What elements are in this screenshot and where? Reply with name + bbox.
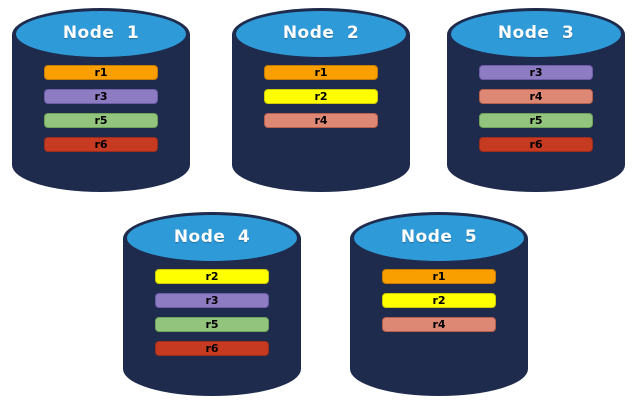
replica-bar-r2: r2 [382, 293, 496, 308]
db-node-3: Node 3 r3 r4 r5 r6 [447, 8, 625, 192]
replica-bar-r2: r2 [155, 269, 269, 284]
replica-bar-r6: r6 [479, 137, 593, 152]
replica-bar-r1: r1 [382, 269, 496, 284]
db-node-5: Node 5 r1 r2 r4 [350, 212, 528, 396]
cylinder-top-ellipse [236, 11, 406, 57]
cylinder-top-ellipse [451, 11, 621, 57]
replica-bar-r6: r6 [155, 341, 269, 356]
replica-bar-r1: r1 [44, 65, 158, 80]
replica-list: r2 r3 r5 r6 [123, 269, 301, 365]
replica-list: r3 r4 r5 r6 [447, 65, 625, 161]
replica-bar-r5: r5 [155, 317, 269, 332]
db-node-2: Node 2 r1 r2 r4 [232, 8, 410, 192]
replica-bar-r3: r3 [155, 293, 269, 308]
cylinder-top-ellipse [16, 11, 186, 57]
replica-bar-r5: r5 [44, 113, 158, 128]
replica-bar-r5: r5 [479, 113, 593, 128]
node-title: Node 5 [400, 227, 478, 247]
cylinder-top-ellipse [127, 215, 297, 261]
node-title: Node 4 [173, 227, 251, 247]
replica-bar-r3: r3 [479, 65, 593, 80]
db-node-4: Node 4 r2 r3 r5 r6 [123, 212, 301, 396]
node-title: Node 3 [497, 23, 575, 43]
replica-list: r1 r3 r5 r6 [12, 65, 190, 161]
cylinder-top-ellipse [354, 215, 524, 261]
replica-bar-r6: r6 [44, 137, 158, 152]
replica-list: r1 r2 r4 [350, 269, 528, 341]
db-node-1: Node 1 r1 r3 r5 r6 [12, 8, 190, 192]
replica-list: r1 r2 r4 [232, 65, 410, 137]
replica-bar-r4: r4 [382, 317, 496, 332]
node-title: Node 1 [62, 23, 140, 43]
replica-bar-r3: r3 [44, 89, 158, 104]
replica-bar-r4: r4 [479, 89, 593, 104]
node-title: Node 2 [282, 23, 360, 43]
replica-bar-r2: r2 [264, 89, 378, 104]
replica-bar-r4: r4 [264, 113, 378, 128]
replica-bar-r1: r1 [264, 65, 378, 80]
